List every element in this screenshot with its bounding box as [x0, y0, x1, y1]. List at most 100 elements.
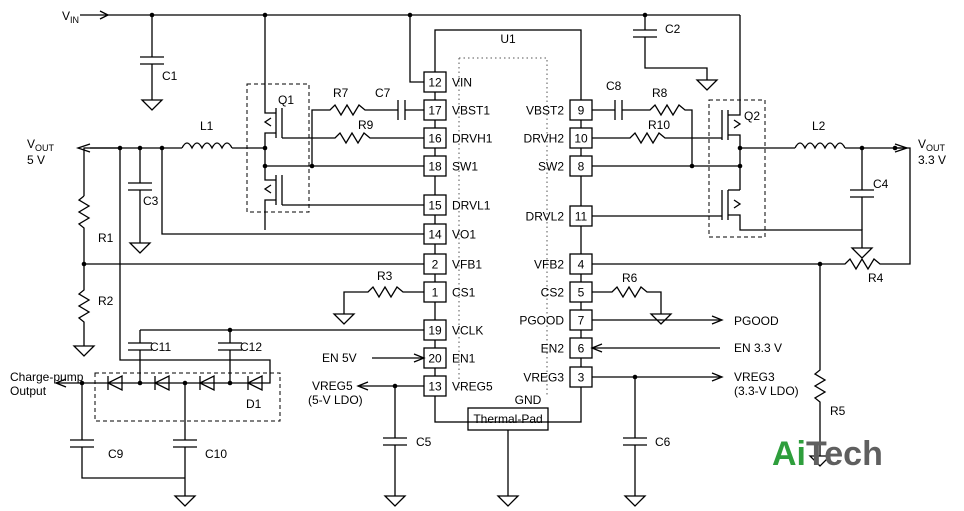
right-pin-pgood: 7 PGOOD — [519, 309, 593, 331]
left-pin-vo1: 14 VO1 — [423, 223, 476, 245]
vreg3-label-1: VREG3 — [734, 370, 775, 384]
pin-name: VBST2 — [526, 104, 564, 118]
pin-number: 7 — [578, 314, 585, 328]
pin-number: 9 — [578, 104, 585, 118]
pin-name: PGOOD — [519, 314, 564, 328]
pin-name: SW1 — [452, 160, 478, 174]
l1-label: L1 — [200, 119, 214, 133]
pin-number: 19 — [428, 324, 442, 338]
charge-pump-label-1: Charge-pump — [10, 370, 84, 384]
pin-number: 6 — [578, 342, 585, 356]
pin-number: 5 — [578, 286, 585, 300]
vreg3-label-2: (3.3-V LDO) — [734, 384, 799, 398]
c11-label: C11 — [150, 340, 171, 354]
pin-number: 2 — [432, 258, 439, 272]
pin-name: VBST1 — [452, 104, 490, 118]
right-pin-drvl2: 11 DRVL2 — [526, 205, 593, 227]
pin-number: 13 — [428, 380, 442, 394]
pin-name: DRVL2 — [526, 210, 565, 224]
pin-number: 16 — [428, 132, 442, 146]
left-pin-cs1: 1 CS1 — [423, 281, 476, 303]
left-pin-sw1: 18 SW1 — [423, 155, 478, 177]
pin-number: 15 — [428, 199, 442, 213]
right-pin-drvh2: 10 DRVH2 — [524, 127, 593, 149]
c4-label: C4 — [873, 177, 889, 191]
r1-label: R1 — [98, 231, 114, 245]
d1-label: D1 — [246, 397, 262, 411]
left-pin-vfb1: 2 VFB1 — [423, 253, 482, 275]
r6-label: R6 — [622, 271, 638, 285]
right-pin-vreg3: 3 VREG3 — [523, 366, 593, 388]
q2-label: Q2 — [744, 109, 760, 123]
r2-label: R2 — [98, 294, 114, 308]
pin-name: VIN — [452, 76, 472, 90]
pgood-label: PGOOD — [734, 314, 779, 328]
pin-name: VFB1 — [452, 258, 482, 272]
pin-number: 1 — [432, 286, 439, 300]
pin-name: VREG3 — [523, 371, 564, 385]
pin-number: 11 — [575, 210, 588, 224]
pin-name: CS2 — [541, 286, 565, 300]
vin-label: VIN — [62, 9, 79, 25]
right-pin-cs2: 5 CS2 — [541, 281, 593, 303]
pin-name: VFB2 — [534, 258, 564, 272]
c6-label: C6 — [655, 435, 671, 449]
vout1-value: 5 V — [27, 153, 45, 167]
r10-label: R10 — [648, 118, 670, 132]
pin-number: 14 — [428, 228, 442, 242]
pin-number: 12 — [428, 76, 442, 90]
l2-label: L2 — [812, 119, 826, 133]
gnd-pin-label: GND — [515, 393, 542, 407]
c3-label: C3 — [143, 194, 159, 208]
pin-name: SW2 — [538, 160, 564, 174]
vreg5-label-2: (5-V LDO) — [308, 393, 363, 407]
pin-name: VCLK — [452, 324, 483, 338]
vout2-label: VOUT — [918, 137, 946, 153]
pin-name: DRVH1 — [452, 132, 493, 146]
pin-number: 20 — [428, 352, 442, 366]
pin-name: DRVH2 — [524, 132, 565, 146]
vout2-value: 3.3 V — [918, 153, 946, 167]
right-pin-vbst2: 9 VBST2 — [526, 99, 593, 121]
pin-number: 10 — [574, 132, 588, 146]
r5-label: R5 — [830, 404, 846, 418]
c1-label: C1 — [162, 69, 178, 83]
left-pin-drvh1: 16 DRVH1 — [423, 127, 493, 149]
c8-label: C8 — [606, 79, 622, 93]
pin-number: 8 — [578, 160, 585, 174]
right-pin-en2: 6 EN2 — [541, 337, 593, 359]
q1-label: Q1 — [278, 93, 294, 107]
r4-label: R4 — [868, 271, 884, 285]
left-pin-drvl1: 15 DRVL1 — [423, 194, 491, 216]
q2-mosfet: Q2 — [708, 99, 863, 240]
c5-label: C5 — [416, 435, 432, 449]
pin-number: 18 — [428, 160, 442, 174]
r8-label: R8 — [652, 86, 668, 100]
en5-label: EN 5V — [322, 351, 357, 365]
pin-name: VO1 — [452, 228, 476, 242]
watermark-logo: AiTech — [772, 435, 883, 473]
left-pin-en1: 20 EN1 — [423, 347, 476, 369]
pin-name: EN1 — [452, 352, 476, 366]
c2-label: C2 — [665, 22, 681, 36]
charge-pump-label-2: Output — [10, 384, 47, 398]
vreg5-label-1: VREG5 — [312, 379, 353, 393]
left-pin-vreg5: 13 VREG5 — [423, 375, 493, 397]
pin-name: DRVL1 — [452, 199, 491, 213]
c10-label: C10 — [205, 447, 227, 461]
pin-number: 3 — [578, 371, 585, 385]
left-pin-vclk: 19 VCLK — [423, 319, 483, 341]
vout1-label: VOUT — [27, 137, 55, 153]
thermal-pad-label: Thermal-Pad — [473, 412, 542, 426]
pin-name: EN2 — [541, 342, 565, 356]
pin-name: CS1 — [452, 286, 476, 300]
en33-label: EN 3.3 V — [734, 341, 782, 355]
pin-name: VREG5 — [452, 380, 493, 394]
left-pin-vin: 12 VIN — [423, 71, 472, 93]
u1-label: U1 — [500, 32, 516, 46]
